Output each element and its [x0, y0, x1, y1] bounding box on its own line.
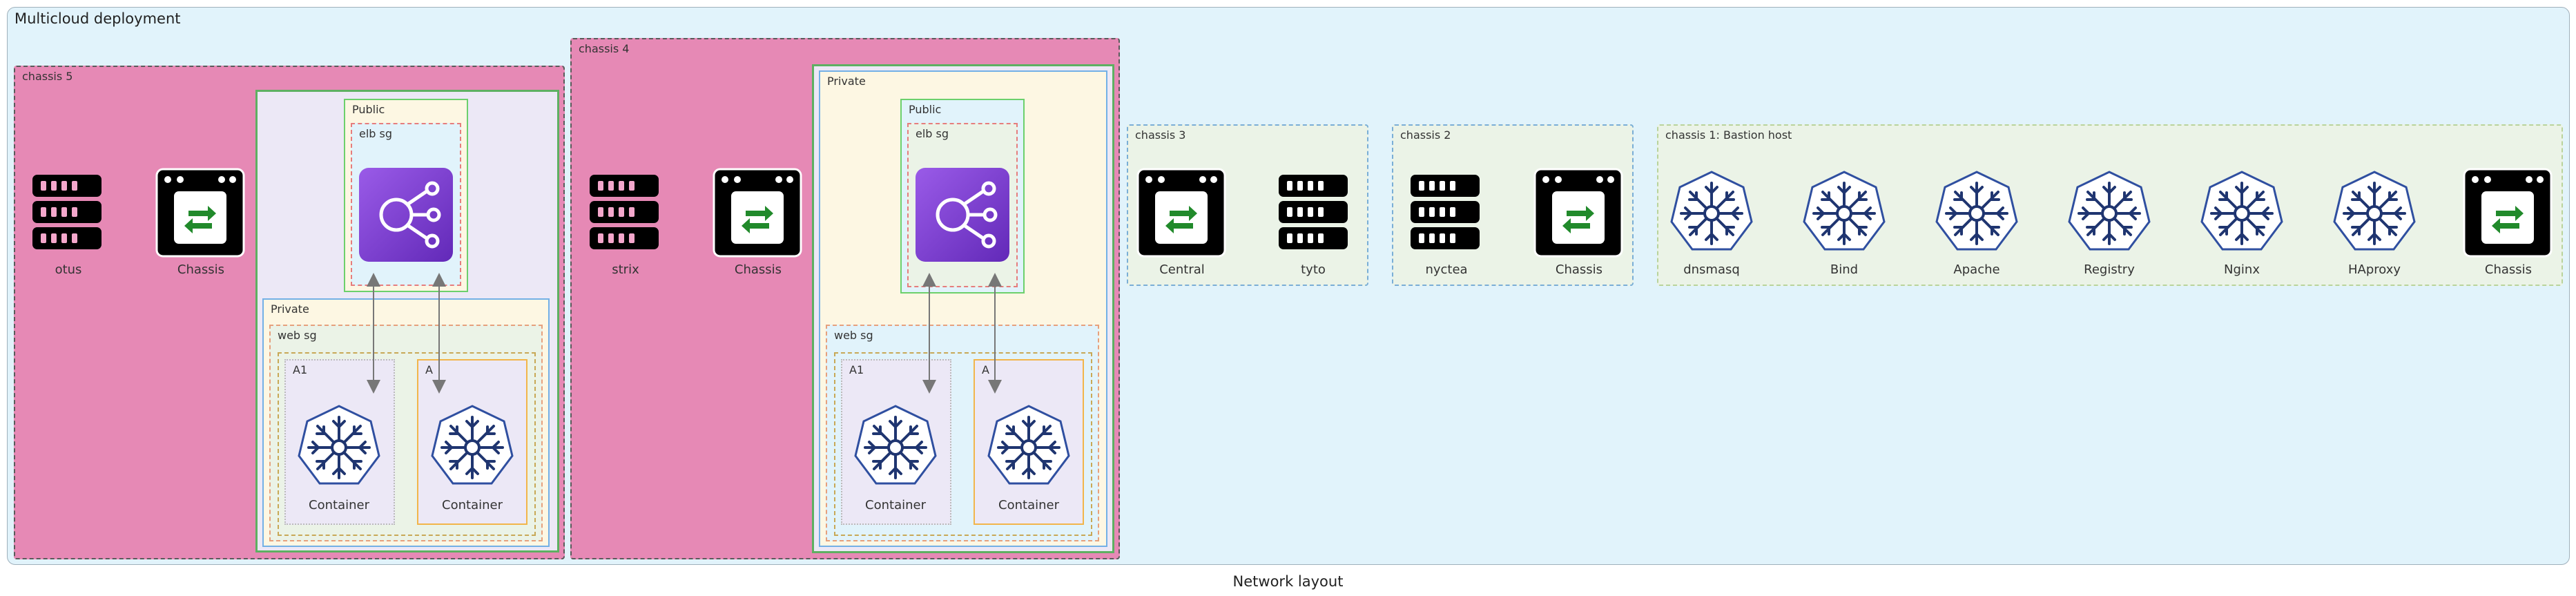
public-subnet-label: Public	[352, 103, 385, 116]
container-label: Container	[865, 498, 926, 512]
chassis-5-az-group	[278, 352, 536, 536]
private-subnet-label: Private	[827, 75, 866, 88]
server-strix-label: strix	[612, 262, 639, 277]
chassis-4-node-label: Chassis	[734, 262, 782, 277]
az-a-label: A	[425, 363, 433, 376]
diagram-title: Multicloud deployment	[14, 10, 181, 27]
node-tyto-label: tyto	[1301, 262, 1326, 277]
chassis-3-label: chassis 3	[1135, 128, 1186, 142]
chassis-4-label: chassis 4	[579, 42, 630, 55]
container-label: Container	[309, 498, 369, 512]
chassis-5-label: chassis 5	[22, 70, 73, 83]
az-a1-label: A1	[849, 363, 864, 376]
chassis-2-node-label: Chassis	[1555, 262, 1603, 277]
node-central-label: Central	[1159, 262, 1205, 277]
chassis-5-node-label: Chassis	[177, 262, 225, 277]
chassis-2-label: chassis 2	[1400, 128, 1451, 142]
private-subnet-label: Private	[271, 302, 309, 316]
web-sg-label: web sg	[278, 329, 317, 342]
elb-sg-label: elb sg	[916, 127, 949, 140]
node-nginx-label: Nginx	[2224, 262, 2260, 277]
node-apache-label: Apache	[1953, 262, 2000, 277]
node-nyctea-label: nyctea	[1425, 262, 1468, 277]
public-subnet-label: Public	[909, 103, 942, 116]
server-otus-label: otus	[55, 262, 82, 277]
az-a-label: A	[982, 363, 989, 376]
web-sg-label: web sg	[834, 329, 873, 342]
container-label: Container	[998, 498, 1059, 512]
node-registry-label: Registry	[2084, 262, 2135, 277]
node-haproxy-label: HAproxy	[2347, 262, 2401, 277]
diagram-caption: Network layout	[1232, 573, 1344, 590]
az-a1-label: A1	[293, 363, 308, 376]
container-label: Container	[442, 498, 503, 512]
chassis-1-label: chassis 1: Bastion host	[1665, 128, 1792, 142]
node-dnsmasq-label: dnsmasq	[1683, 262, 1740, 277]
chassis-1-node-label: Chassis	[2484, 262, 2533, 277]
chassis-4-az-group	[834, 352, 1092, 536]
node-bind-label: Bind	[1830, 262, 1859, 277]
elb-sg-label: elb sg	[359, 127, 393, 140]
